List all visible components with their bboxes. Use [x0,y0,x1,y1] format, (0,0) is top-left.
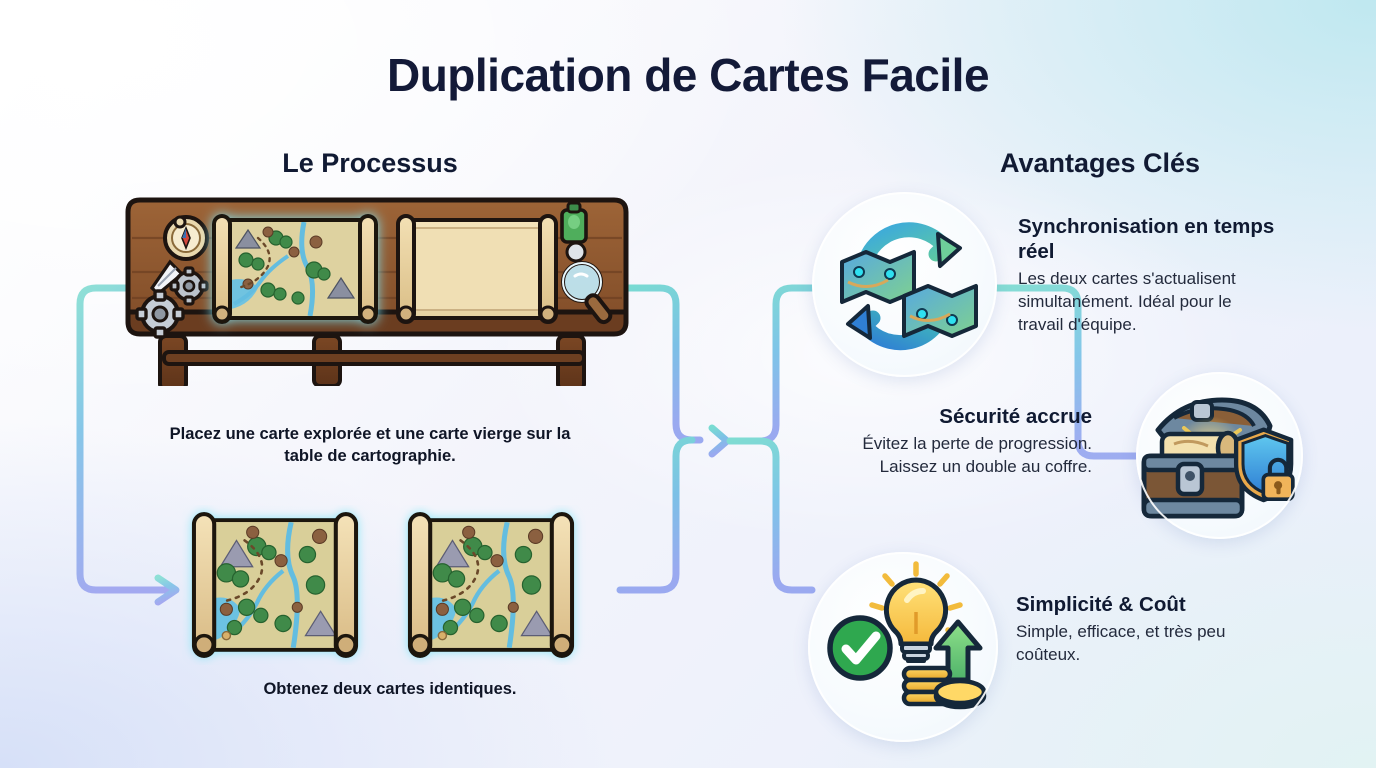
map-copy-2 [410,514,572,656]
gear-icon-large [135,289,185,339]
benefit-text-sync: Synchronisation en temps réel Les deux c… [1018,214,1280,336]
connector-center-merge [616,284,731,594]
benefit-title: Synchronisation en temps réel [1018,215,1275,263]
step-2-caption: Obtenez deux cartes identiques. [263,680,517,698]
checkmark-lightbulb-coins-icon [827,561,987,710]
illustration-two-identical-maps [182,505,594,665]
map-copy-1 [194,514,356,656]
blank-map-scroll [396,214,558,324]
benefit-title: Sécurité accrue [939,405,1092,428]
magnifier-icon [561,261,613,325]
step-1-caption: Placez une carte explorée et une carte v… [169,425,571,466]
gear-icon-small [169,266,209,306]
benefit-body: Les deux cartes s'actualisent simultaném… [1018,269,1236,334]
benefit-text-simplicity: Simplicité & Coût Simple, efficace, et t… [1016,592,1284,667]
benefit-body: Évitez la perte de progression. Laissez … [862,434,1092,476]
illustration-cartography-table [118,186,636,392]
ink-bottle-icon [560,201,588,244]
treasure-chest-shield-lock-icon [1141,397,1295,519]
benefit-icon-simplicity [799,543,1007,751]
page-title: Duplication de Cartes Facile [386,49,990,101]
dial-icon [565,241,587,263]
benefit-title: Simplicité & Coût [1016,593,1186,616]
section-heading-process: Le Processus [282,148,458,178]
explored-map-scroll [212,214,378,324]
benefit-icon-security [1127,363,1312,548]
section-heading-benefits: Avantages Clés [999,148,1201,178]
benefit-text-security: Sécurité accrue Évitez la perte de progr… [862,404,1092,479]
compass-icon [163,215,209,261]
benefit-icon-sync [803,183,1006,386]
map-sync-arrows-icon [840,222,978,351]
benefit-body: Simple, efficace, et très peu coûteux. [1016,622,1226,664]
